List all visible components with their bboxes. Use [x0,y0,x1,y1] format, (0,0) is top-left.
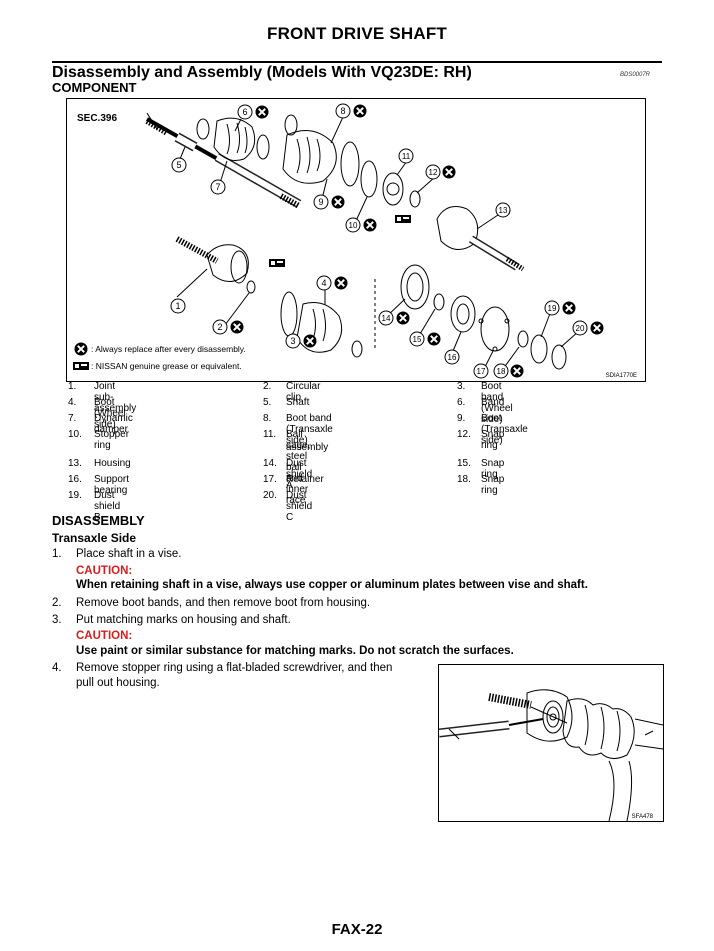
callout-20: 20 [576,324,585,333]
replace-icon-19 [561,300,577,316]
component-diagram: SEC.396 1 2 3 4 5 6 7 8 9 10 11 12 13 [66,98,646,382]
replace-icon-15 [426,331,442,347]
section-code: BDS0007R [620,72,651,78]
caution-text-1: When retaining shaft in a vise, always u… [76,579,588,591]
header-rule [52,61,662,63]
legend-grease-icon [73,362,89,370]
replace-icon-3 [302,333,318,349]
replace-icon-8 [352,103,368,119]
caution-label-1: CAUTION: [76,565,133,577]
stopper-ring-removal-diagram: SFA478 [438,664,664,822]
legend-grease-text: : NISSAN genuine grease or equivalent. [91,361,242,371]
callout-1: 1 [175,301,180,311]
callout-2: 2 [217,322,222,332]
callout-15: 15 [413,335,422,344]
replace-icon-10 [362,217,378,233]
callout-19: 19 [548,304,557,313]
callout-6: 6 [242,107,247,117]
component-diagram-svg: SEC.396 1 2 3 4 5 6 7 8 9 10 11 12 13 [73,103,637,379]
small-figure-id: SFA478 [632,814,654,820]
callout-4: 4 [321,278,326,288]
replace-icon-2 [229,319,245,335]
grease-icon-2 [269,259,285,267]
sec-label: SEC.396 [77,113,117,124]
replace-icon-6 [254,104,270,120]
callout-13: 13 [499,206,508,215]
callout-11: 11 [402,152,411,161]
caution-text-2: Use paint or similar substance for match… [76,645,514,657]
callout-17: 17 [477,367,486,376]
callout-3: 3 [290,336,295,346]
callout-8: 8 [340,106,345,116]
callout-9: 9 [318,197,323,207]
legend-replace-text: : Always replace after every disassembly… [91,344,246,354]
transaxle-side-heading: Transaxle Side [52,531,137,545]
replace-icon-12 [441,164,457,180]
callout-18: 18 [497,367,506,376]
callout-10: 10 [349,221,358,230]
page-number: FAX-22 [331,921,383,938]
replace-icon-9 [330,194,346,210]
page-header-title: FRONT DRIVE SHAFT [266,24,447,43]
replace-icon-4 [333,275,349,291]
callout-16: 16 [448,353,457,362]
callout-12: 12 [429,168,438,177]
replace-icon-20 [589,320,605,336]
replace-icon-14 [395,310,411,326]
section-title: Disassembly and Assembly (Models With VQ… [52,64,472,81]
caution-label-2: CAUTION: [76,630,133,642]
replace-icon-18b [509,363,525,379]
component-title: COMPONENT [52,80,137,95]
callout-7: 7 [215,182,220,192]
figure-id: SDIA1770E [606,373,637,379]
callout-14: 14 [382,314,391,323]
disassembly-heading: DISASSEMBLY [52,513,145,528]
legend-replace-icon [73,341,89,357]
grease-icon-1 [395,215,411,223]
callout-5: 5 [176,160,181,170]
